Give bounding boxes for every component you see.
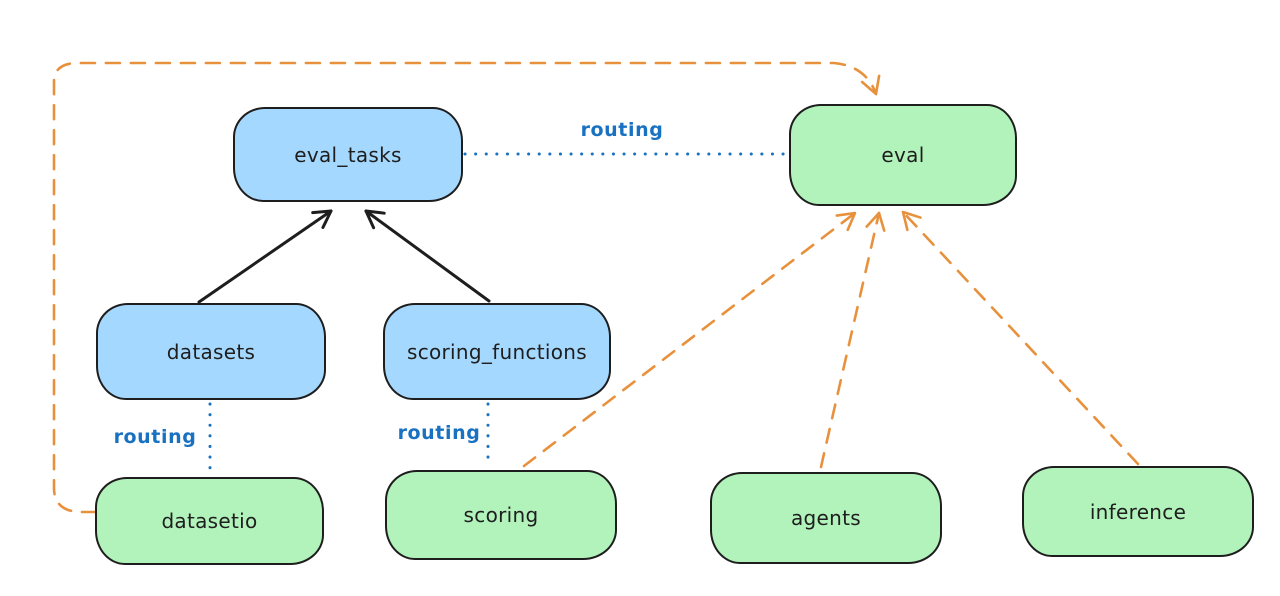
node-scoring-functions: scoring_functions <box>383 303 611 400</box>
node-inference: inference <box>1022 466 1254 557</box>
node-datasetio: datasetio <box>95 477 324 565</box>
edge-label-routing-eval-tasks-eval: routing <box>580 119 664 141</box>
edge-agents-to-eval <box>819 211 886 469</box>
node-agents-label: agents <box>791 506 861 530</box>
edge-scoring-functions-to-eval-tasks <box>364 209 491 303</box>
edge-label-routing-scoring-functions-scoring: routing <box>397 422 481 444</box>
node-datasets: datasets <box>96 303 326 400</box>
node-datasets-label: datasets <box>166 339 256 364</box>
node-eval: eval <box>789 104 1017 206</box>
node-scoring-functions-label: scoring_functions <box>406 339 588 364</box>
node-inference-label: inference <box>1089 499 1187 524</box>
edge-datasets-to-eval-tasks <box>197 209 333 304</box>
edge-inference-to-eval <box>901 210 1140 466</box>
node-agents: agents <box>710 472 942 564</box>
node-eval-tasks: eval_tasks <box>233 107 463 202</box>
node-scoring: scoring <box>385 470 617 560</box>
node-datasetio-label: datasetio <box>161 509 258 533</box>
node-eval-label: eval <box>881 143 925 167</box>
node-eval-tasks-label: eval_tasks <box>294 142 402 167</box>
node-scoring-label: scoring <box>463 503 539 527</box>
edge-label-routing-datasets-datasetio: routing <box>113 426 197 448</box>
